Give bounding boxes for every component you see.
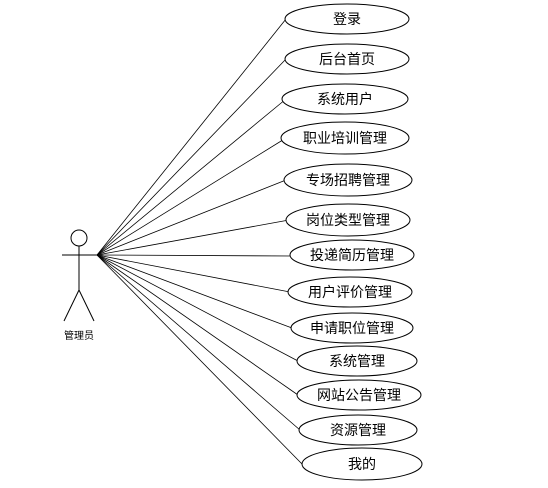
use-case-announcement-management[interactable]: 网站公告管理: [296, 379, 422, 411]
use-case-label: 投递简历管理: [310, 247, 394, 264]
association-line: [96, 254, 303, 465]
actor-label: 管理员: [64, 329, 94, 342]
use-case-label: 申请职位管理: [310, 321, 394, 337]
use-case-training-management[interactable]: 职业培训管理: [280, 121, 410, 155]
association-line: [96, 254, 293, 257]
use-case-label: 职业培训管理: [303, 131, 387, 147]
use-case-label: 系统管理: [329, 354, 385, 370]
use-case-application-management[interactable]: 申请职位管理: [290, 312, 414, 344]
association-line: [96, 254, 299, 362]
use-case-mine[interactable]: 我的: [301, 447, 423, 481]
association-line: [96, 179, 287, 256]
association-line: [96, 137, 287, 256]
actor-head: [70, 229, 88, 247]
use-case-system-management[interactable]: 系统管理: [296, 345, 418, 377]
use-case-label: 资源管理: [330, 423, 386, 439]
association-line: [96, 254, 293, 329]
use-case-resume-management[interactable]: 投递简历管理: [289, 239, 415, 271]
use-case-resource-management[interactable]: 资源管理: [298, 414, 418, 446]
association-line: [96, 58, 287, 256]
association-line: [96, 254, 299, 396]
actor-right-leg: [78, 289, 95, 322]
actor-left-leg: [63, 289, 80, 322]
association-line: [96, 254, 291, 293]
actor-administrator: 管理员: [62, 229, 97, 342]
use-case-label: 用户评价管理: [308, 284, 392, 301]
association-line: [96, 98, 287, 256]
use-case-dashboard[interactable]: 后台首页: [284, 43, 410, 75]
use-case-label: 系统用户: [317, 91, 373, 108]
association-lines: [96, 18, 303, 465]
use-case-login[interactable]: 登录: [284, 3, 410, 35]
association-line: [96, 219, 290, 256]
use-case-label: 登录: [333, 12, 361, 28]
use-case-system-users[interactable]: 系统用户: [281, 83, 409, 115]
use-case-label: 我的: [348, 457, 376, 473]
association-line: [96, 254, 301, 431]
use-case-review-management[interactable]: 用户评价管理: [287, 276, 413, 308]
use-case-label: 岗位类型管理: [306, 213, 390, 229]
use-case-label: 专场招聘管理: [306, 173, 390, 189]
use-case-job-fair-management[interactable]: 专场招聘管理: [283, 163, 413, 197]
use-case-label: 网站公告管理: [317, 388, 401, 404]
use-case-position-type-management[interactable]: 岗位类型管理: [285, 203, 411, 237]
association-line: [96, 18, 287, 256]
use-case-label: 后台首页: [319, 52, 375, 68]
